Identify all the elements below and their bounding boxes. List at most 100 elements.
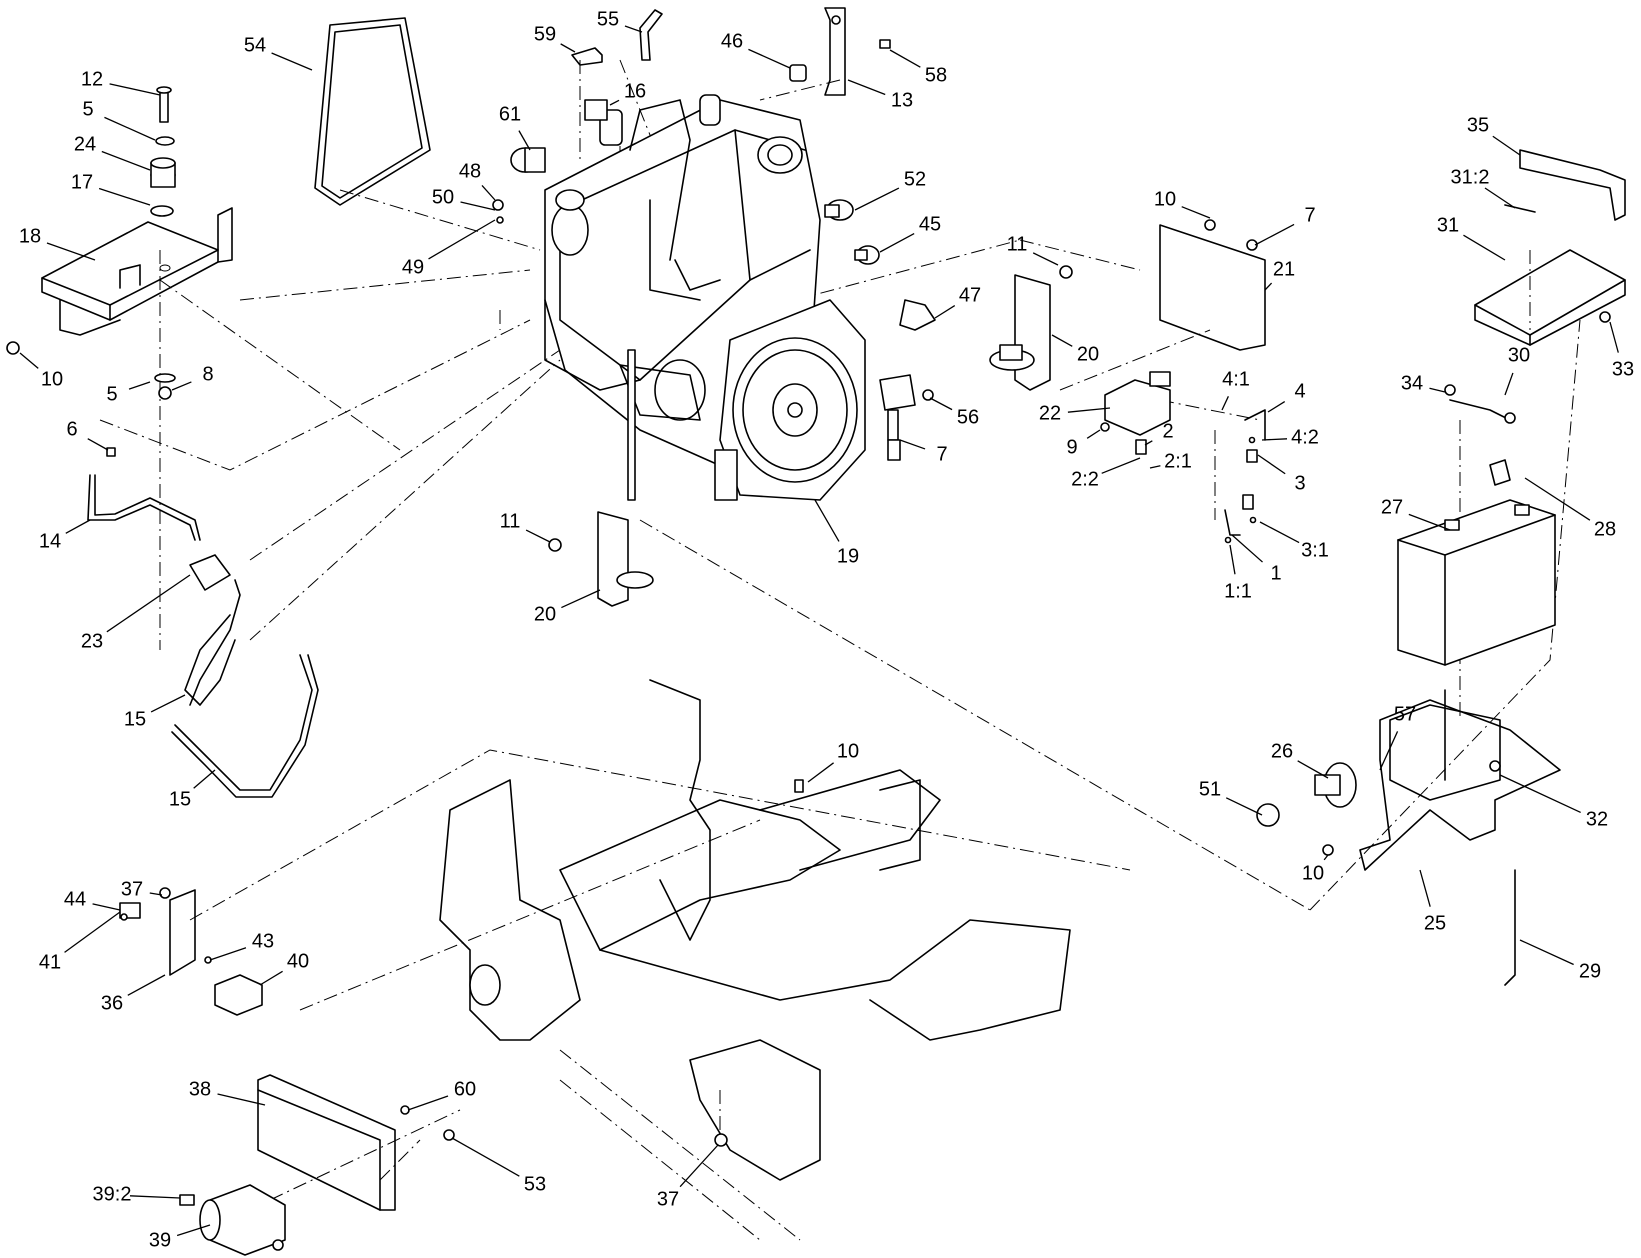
callout-label: 12 — [81, 68, 103, 90]
callout-2-2: 2:2 — [1071, 457, 1141, 490]
callout-20b: 20 — [534, 589, 601, 625]
callout-label: 29 — [1579, 960, 1601, 982]
callout-label: 10 — [41, 368, 63, 390]
callout-leader — [525, 529, 551, 543]
callout-label: 60 — [454, 1078, 476, 1100]
callout-leader — [98, 187, 151, 206]
callout-15b: 15 — [169, 769, 216, 810]
callout-leader — [561, 589, 601, 609]
callout-leader — [1499, 774, 1581, 814]
callout-4-2: 4:2 — [1261, 426, 1319, 448]
callout-21: 21 — [1264, 258, 1295, 291]
callout-leader — [1419, 869, 1431, 907]
callout-label: 1:1 — [1224, 580, 1252, 602]
callout-leader — [481, 184, 496, 201]
engine-sensors — [824, 199, 936, 331]
callout-leader — [1379, 731, 1399, 771]
callout-label: 32 — [1586, 808, 1608, 830]
callout-label: 39:2 — [93, 1183, 132, 1205]
callout-label: 18 — [19, 225, 41, 247]
callout-37b: 37 — [657, 1144, 719, 1210]
callout-leader — [1221, 396, 1229, 411]
callout-label: 38 — [189, 1078, 211, 1100]
callout-57: 57 — [1379, 703, 1416, 771]
callout-label: 23 — [81, 630, 103, 652]
callout-label: 4:1 — [1222, 368, 1250, 390]
callout-leader — [176, 1224, 211, 1237]
callout-label: 61 — [499, 103, 521, 125]
callout-48: 48 — [459, 160, 496, 201]
callout-28: 28 — [1524, 477, 1616, 540]
callout-label: 47 — [959, 284, 981, 306]
callout-25: 25 — [1419, 869, 1446, 934]
callout-leader — [1051, 334, 1073, 347]
callout-1: 1 — [1231, 534, 1282, 584]
callout-35: 35 — [1467, 114, 1521, 156]
callout-leader — [171, 381, 192, 391]
callout-leader — [624, 25, 643, 33]
callout-49: 49 — [402, 219, 496, 278]
callout-15a: 15 — [124, 694, 186, 730]
callout-leader — [1101, 457, 1141, 474]
callout-7a: 7 — [1254, 204, 1316, 246]
callout-34: 34 — [1401, 372, 1446, 394]
callout-leader — [460, 201, 496, 211]
callout-label: 46 — [721, 30, 743, 52]
callout-label: 40 — [287, 950, 309, 972]
callout-leader — [899, 439, 926, 450]
callout-33: 33 — [1609, 321, 1634, 380]
callout-leader — [1144, 440, 1153, 446]
callout-leader — [1032, 252, 1059, 266]
callout-label: 30 — [1508, 344, 1530, 366]
callout-7b: 7 — [899, 439, 948, 465]
callout-label: 2:1 — [1164, 450, 1192, 472]
callout-label: 10 — [1302, 862, 1324, 884]
callout-label: 50 — [432, 186, 454, 208]
callout-label: 53 — [524, 1173, 546, 1195]
callout-60: 60 — [407, 1078, 476, 1111]
callout-leader — [1267, 400, 1286, 413]
callout-3-1: 3:1 — [1259, 521, 1329, 561]
callout-label: 59 — [534, 23, 556, 45]
callout-label: 57 — [1394, 703, 1416, 725]
callout-10c: 10 — [1302, 854, 1329, 884]
callout-leader — [149, 892, 163, 896]
callout-3: 3 — [1257, 454, 1306, 494]
callout-37a: 37 — [121, 878, 163, 900]
callout-leader — [807, 762, 834, 783]
callout-leader — [64, 911, 121, 953]
callout-5b: 5 — [106, 381, 151, 405]
callout-leader — [217, 1093, 266, 1106]
callout-leader — [814, 499, 840, 542]
callout-46: 46 — [721, 30, 791, 69]
callout-label: 8 — [202, 363, 213, 385]
callout-leader — [451, 1137, 520, 1177]
callout-label: 34 — [1401, 372, 1423, 394]
callout-label: 33 — [1612, 358, 1634, 380]
callout-14: 14 — [39, 519, 91, 552]
callout-27: 27 — [1381, 496, 1451, 531]
callout-17: 17 — [71, 171, 151, 206]
callout-40: 40 — [259, 950, 309, 986]
callout-leader — [1463, 234, 1506, 261]
callout-leader — [127, 974, 166, 996]
callout-10b: 10 — [1154, 188, 1211, 219]
callout-leader — [109, 83, 161, 96]
callout-label: 28 — [1594, 518, 1616, 540]
callout-label: 27 — [1381, 496, 1403, 518]
callout-13: 13 — [847, 79, 913, 111]
callout-label: 51 — [1199, 778, 1221, 800]
callout-leader — [92, 903, 121, 911]
engine-mount-20-lower — [548, 511, 654, 607]
callout-leader — [1323, 854, 1329, 861]
callout-26: 26 — [1271, 740, 1329, 779]
callout-2: 2 — [1144, 420, 1174, 446]
battery-tray-25 — [1256, 689, 1561, 986]
callout-label: 22 — [1039, 402, 1061, 424]
callout-61: 61 — [499, 103, 531, 151]
callout-leader — [1225, 797, 1263, 816]
callout-leader — [407, 1095, 449, 1111]
callout-label: 52 — [904, 168, 926, 190]
callout-label: 20 — [1077, 343, 1099, 365]
